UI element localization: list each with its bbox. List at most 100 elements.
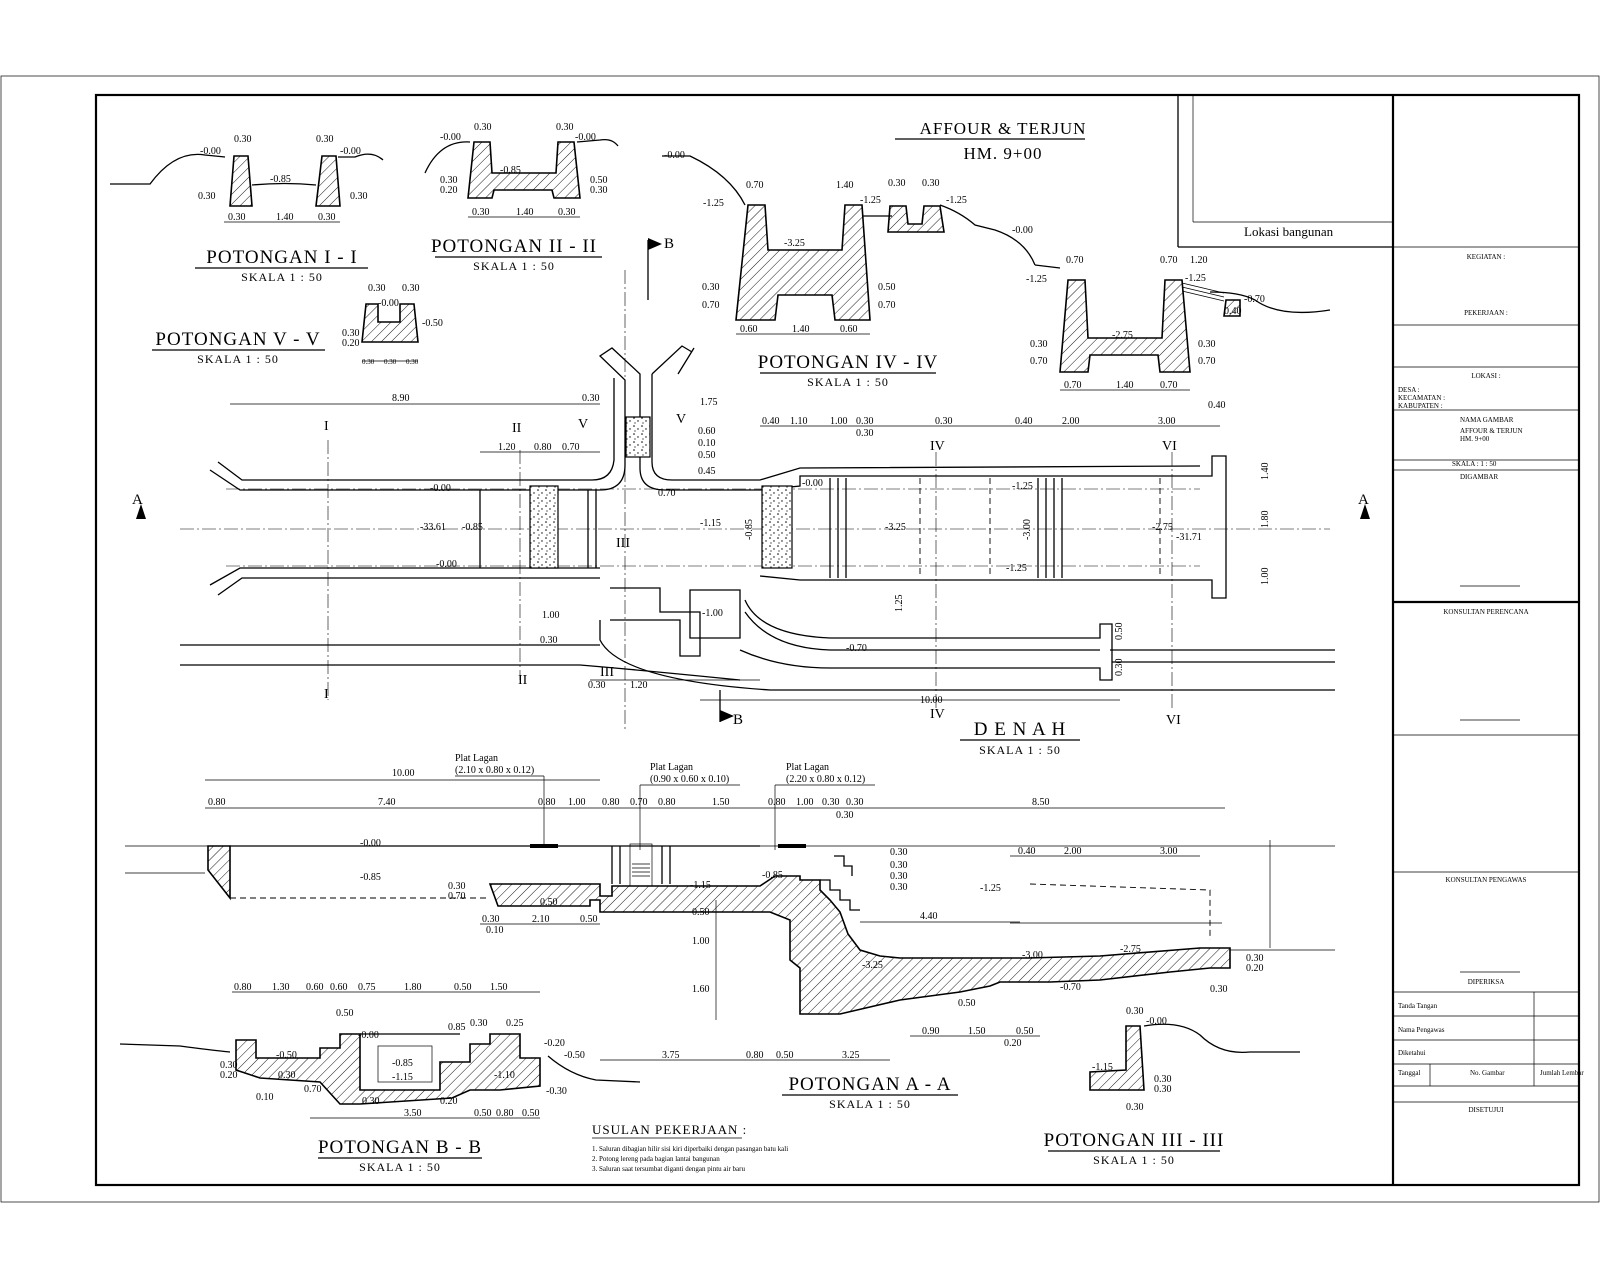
svg-text:0.50: 0.50	[776, 1050, 794, 1061]
svg-text:I: I	[324, 687, 329, 702]
svg-text:7.40: 7.40	[378, 797, 396, 808]
svg-text:1.00: 1.00	[568, 797, 586, 808]
svg-text:1.25: 1.25	[894, 595, 905, 613]
svg-text:KEGIATAN :: KEGIATAN :	[1467, 253, 1506, 261]
svg-text:3.50: 3.50	[404, 1108, 422, 1119]
svg-text:1.00: 1.00	[1260, 568, 1271, 586]
denah-scale: SKALA 1 : 50	[979, 743, 1061, 757]
svg-text:1.00: 1.00	[542, 610, 560, 621]
drawing-border	[94, 93, 1581, 1187]
svg-text:-1.00: -1.00	[702, 608, 723, 619]
svg-text:IV: IV	[930, 707, 945, 722]
svg-text:-1.25: -1.25	[860, 195, 881, 206]
pot2-scale: SKALA 1 : 50	[473, 259, 555, 273]
svg-text:0.70: 0.70	[630, 797, 648, 808]
svg-text:0.30: 0.30	[406, 358, 419, 366]
svg-text:VI: VI	[1166, 713, 1181, 728]
svg-text:1.50: 1.50	[968, 1026, 986, 1037]
svg-text:0.10: 0.10	[256, 1092, 274, 1103]
svg-text:0.30: 0.30	[890, 847, 908, 858]
svg-text:0.30: 0.30	[278, 1070, 296, 1081]
svg-text:0.70: 0.70	[562, 442, 580, 453]
svg-text:-0.00: -0.00	[440, 132, 461, 143]
denah-title: D E N A H	[974, 719, 1066, 740]
svg-text:-1.15: -1.15	[700, 518, 721, 529]
svg-text:0.80: 0.80	[496, 1108, 514, 1119]
svg-text:0.10: 0.10	[486, 925, 504, 936]
svg-text:0.70: 0.70	[1064, 380, 1082, 391]
section-b-arrow-top	[648, 238, 662, 250]
svg-text:B: B	[733, 712, 743, 728]
svg-text:-0.85: -0.85	[462, 522, 483, 533]
svg-text:8.90: 8.90	[392, 393, 410, 404]
svg-text:KABUPATEN :: KABUPATEN :	[1398, 402, 1443, 410]
svg-text:A: A	[132, 492, 143, 508]
section-pot-aa: 10.00 0.80 7.40 0.80 1.00 0.80 0.70 0.80…	[125, 753, 1335, 1111]
svg-text:II: II	[518, 673, 528, 688]
pot3-scale: SKALA 1 : 50	[1093, 1153, 1175, 1167]
pot4-title: POTONGAN IV - IV	[758, 352, 939, 373]
svg-text:1.40: 1.40	[276, 212, 294, 223]
notes-heading: USULAN PEKERJAAN :	[592, 1122, 747, 1137]
section-a-arrow-right	[1360, 504, 1370, 519]
svg-text:0.80: 0.80	[768, 797, 786, 808]
svg-text:0.30: 0.30	[856, 428, 874, 439]
main-title: AFFOUR & TERJUN HM. 9+00	[895, 119, 1085, 163]
potBB-title: POTONGAN B - B	[318, 1137, 482, 1158]
svg-text:0.30: 0.30	[540, 635, 558, 646]
svg-text:0.30: 0.30	[198, 191, 216, 202]
svg-text:0.30: 0.30	[935, 416, 953, 427]
svg-text:-31.71: -31.71	[1176, 532, 1202, 543]
svg-text:0.50: 0.50	[474, 1108, 492, 1119]
svg-text:-0.85: -0.85	[500, 165, 521, 176]
svg-text:1.10: 1.10	[790, 416, 808, 427]
svg-text:0.60: 0.60	[740, 324, 758, 335]
svg-text:DESA :: DESA :	[1398, 386, 1420, 394]
pot2-title: POTONGAN II - II	[431, 236, 597, 257]
svg-text:0.40: 0.40	[762, 416, 780, 427]
svg-text:(2.10 x 0.80 x 0.12): (2.10 x 0.80 x 0.12)	[455, 765, 534, 776]
svg-text:0.80: 0.80	[658, 797, 676, 808]
svg-text:0.50: 0.50	[336, 1008, 354, 1019]
svg-text:SKALA : 1 : 50: SKALA : 1 : 50	[1452, 460, 1497, 468]
svg-text:3.00: 3.00	[1160, 846, 1178, 857]
svg-text:3.25: 3.25	[842, 1050, 860, 1061]
svg-text:0.50: 0.50	[692, 907, 710, 918]
location-inset: Lokasi bangunan	[1177, 95, 1393, 248]
pot5-scale: SKALA 1 : 50	[197, 352, 279, 366]
svg-text:0.40: 0.40	[1224, 306, 1242, 317]
section-pot-bb: 0.80 1.30 0.60 0.60 0.75 1.80 0.50 1.50 …	[119, 982, 641, 1174]
svg-text:-0.00: -0.00	[340, 146, 361, 157]
svg-text:0.50: 0.50	[454, 982, 472, 993]
svg-text:1.80: 1.80	[1260, 511, 1271, 529]
svg-text:-1.25: -1.25	[1026, 274, 1047, 285]
svg-text:0.30: 0.30	[556, 122, 574, 133]
svg-text:0.30: 0.30	[234, 134, 252, 145]
svg-text:-1.15: -1.15	[1092, 1062, 1113, 1073]
svg-text:Jumlah Lembar: Jumlah Lembar	[1540, 1069, 1584, 1077]
svg-text:0.30: 0.30	[1210, 984, 1228, 995]
svg-text:-1.25: -1.25	[946, 195, 967, 206]
section-a-arrow-left	[136, 504, 146, 519]
svg-text:0.20: 0.20	[220, 1070, 238, 1081]
work-notes: USULAN PEKERJAAN : 1. Saluran dibagian h…	[592, 1122, 788, 1173]
svg-text:III: III	[616, 536, 630, 551]
svg-text:0.30: 0.30	[1154, 1084, 1172, 1095]
svg-text:0.30: 0.30	[220, 1060, 238, 1071]
svg-text:0.50: 0.50	[958, 998, 976, 1009]
svg-text:VI: VI	[1162, 439, 1177, 454]
pot1-scale: SKALA 1 : 50	[241, 270, 323, 284]
svg-text:-0.00: -0.00	[436, 559, 457, 570]
svg-text:0.30: 0.30	[822, 797, 840, 808]
svg-text:8.50: 8.50	[1032, 797, 1050, 808]
svg-text:0.30: 0.30	[558, 207, 576, 218]
section-pot-3: 0.30 -0.00 -1.15 0.30 0.30 0.30 POTONGAN…	[1044, 1006, 1300, 1167]
note-item-2: 2. Potong lereng pada bagian lantai bang…	[592, 1155, 720, 1163]
svg-text:0.50: 0.50	[522, 1108, 540, 1119]
pot4-scale: SKALA 1 : 50	[807, 375, 889, 389]
svg-text:-0.00: -0.00	[1012, 225, 1033, 236]
stone-block-downstream	[761, 485, 793, 569]
potBB-scale: SKALA 1 : 50	[359, 1160, 441, 1174]
svg-text:LOKASI :: LOKASI :	[1471, 372, 1500, 380]
svg-text:0.20: 0.20	[1004, 1038, 1022, 1049]
